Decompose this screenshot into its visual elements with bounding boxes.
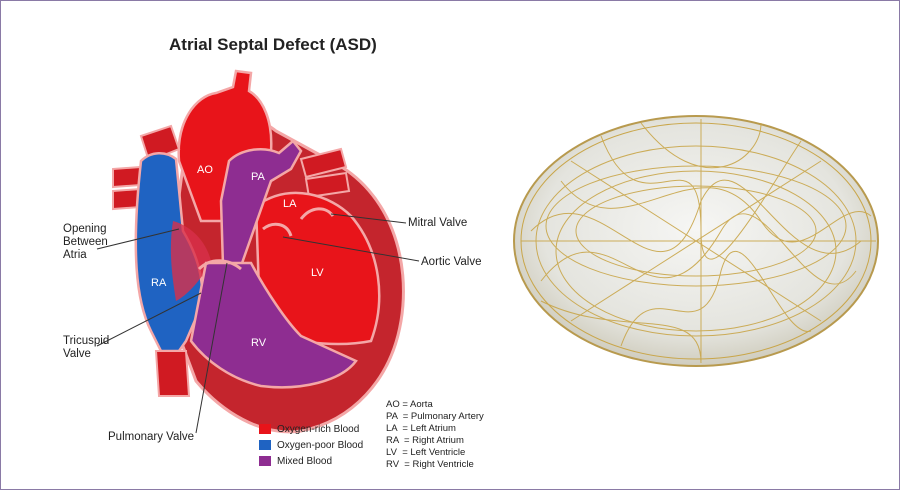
right-ventricle: [189, 261, 358, 389]
legend-label: Mixed Blood: [277, 455, 333, 467]
abbr-la: LA = Left Atrium: [386, 423, 456, 434]
leader-tricuspid: [96, 292, 202, 347]
callout-opening-line3: Atria: [63, 249, 87, 261]
legend-label: Oxygen-poor Blood: [277, 439, 364, 451]
upper-left-vessel: [139, 124, 181, 163]
callout-pulmonary-valve: Pulmonary Valve: [108, 431, 195, 443]
legend-item-mixed: Mixed Blood: [259, 455, 332, 467]
label-lv: LV: [311, 267, 324, 279]
callout-tricuspid-line2: Valve: [63, 348, 91, 360]
abbr-ra: RA = Right Atrium: [386, 435, 464, 446]
leader-pulmonary: [195, 262, 228, 434]
abbr-ao: AO = Aorta: [386, 399, 433, 410]
callout-aortic-valve: Aortic Valve: [421, 256, 482, 268]
label-la: LA: [283, 198, 297, 210]
abbr-rv: RV = Right Ventricle: [386, 459, 474, 470]
callout-tricuspid: Tricuspid Valve: [63, 335, 109, 361]
aortic-valve-shape: [262, 222, 293, 237]
pulmonary-veins-right: [299, 147, 351, 199]
legend-swatch: [259, 440, 271, 450]
legend-label: Oxygen-rich Blood: [277, 423, 360, 435]
legend-item-oxygen-rich: Oxygen-rich Blood: [259, 423, 359, 435]
label-pa: PA: [251, 171, 265, 183]
mitral-valve-shape: [299, 207, 335, 220]
leader-opening: [96, 228, 180, 250]
leader-mitral: [330, 213, 407, 224]
label-ra: RA: [151, 277, 167, 289]
abbr-pa: PA = Pulmonary Artery: [386, 411, 484, 422]
callout-opening: Opening Between Atria: [63, 223, 108, 262]
inferior-vena-cava: [154, 350, 191, 397]
callout-mitral-valve: Mitral Valve: [408, 217, 468, 229]
occluder-device: [513, 115, 879, 367]
callout-opening-line2: Between: [63, 236, 108, 248]
callout-opening-line1: Opening: [63, 223, 107, 235]
leader-aortic: [282, 236, 420, 262]
atrial-opening-shunt: [170, 221, 211, 301]
callout-tricuspid-line1: Tricuspid: [63, 335, 110, 347]
label-rv: RV: [251, 337, 267, 349]
legend-item-oxygen-poor: Oxygen-poor Blood: [259, 439, 363, 451]
legend-swatch: [259, 456, 271, 466]
diagram-title: Atrial Septal Defect (ASD): [169, 35, 377, 54]
legend-swatch: [259, 424, 271, 434]
tricuspid-valve-shape: [197, 259, 242, 271]
label-ao: AO: [197, 164, 213, 176]
abbr-lv: LV = Left Ventricle: [386, 447, 466, 458]
